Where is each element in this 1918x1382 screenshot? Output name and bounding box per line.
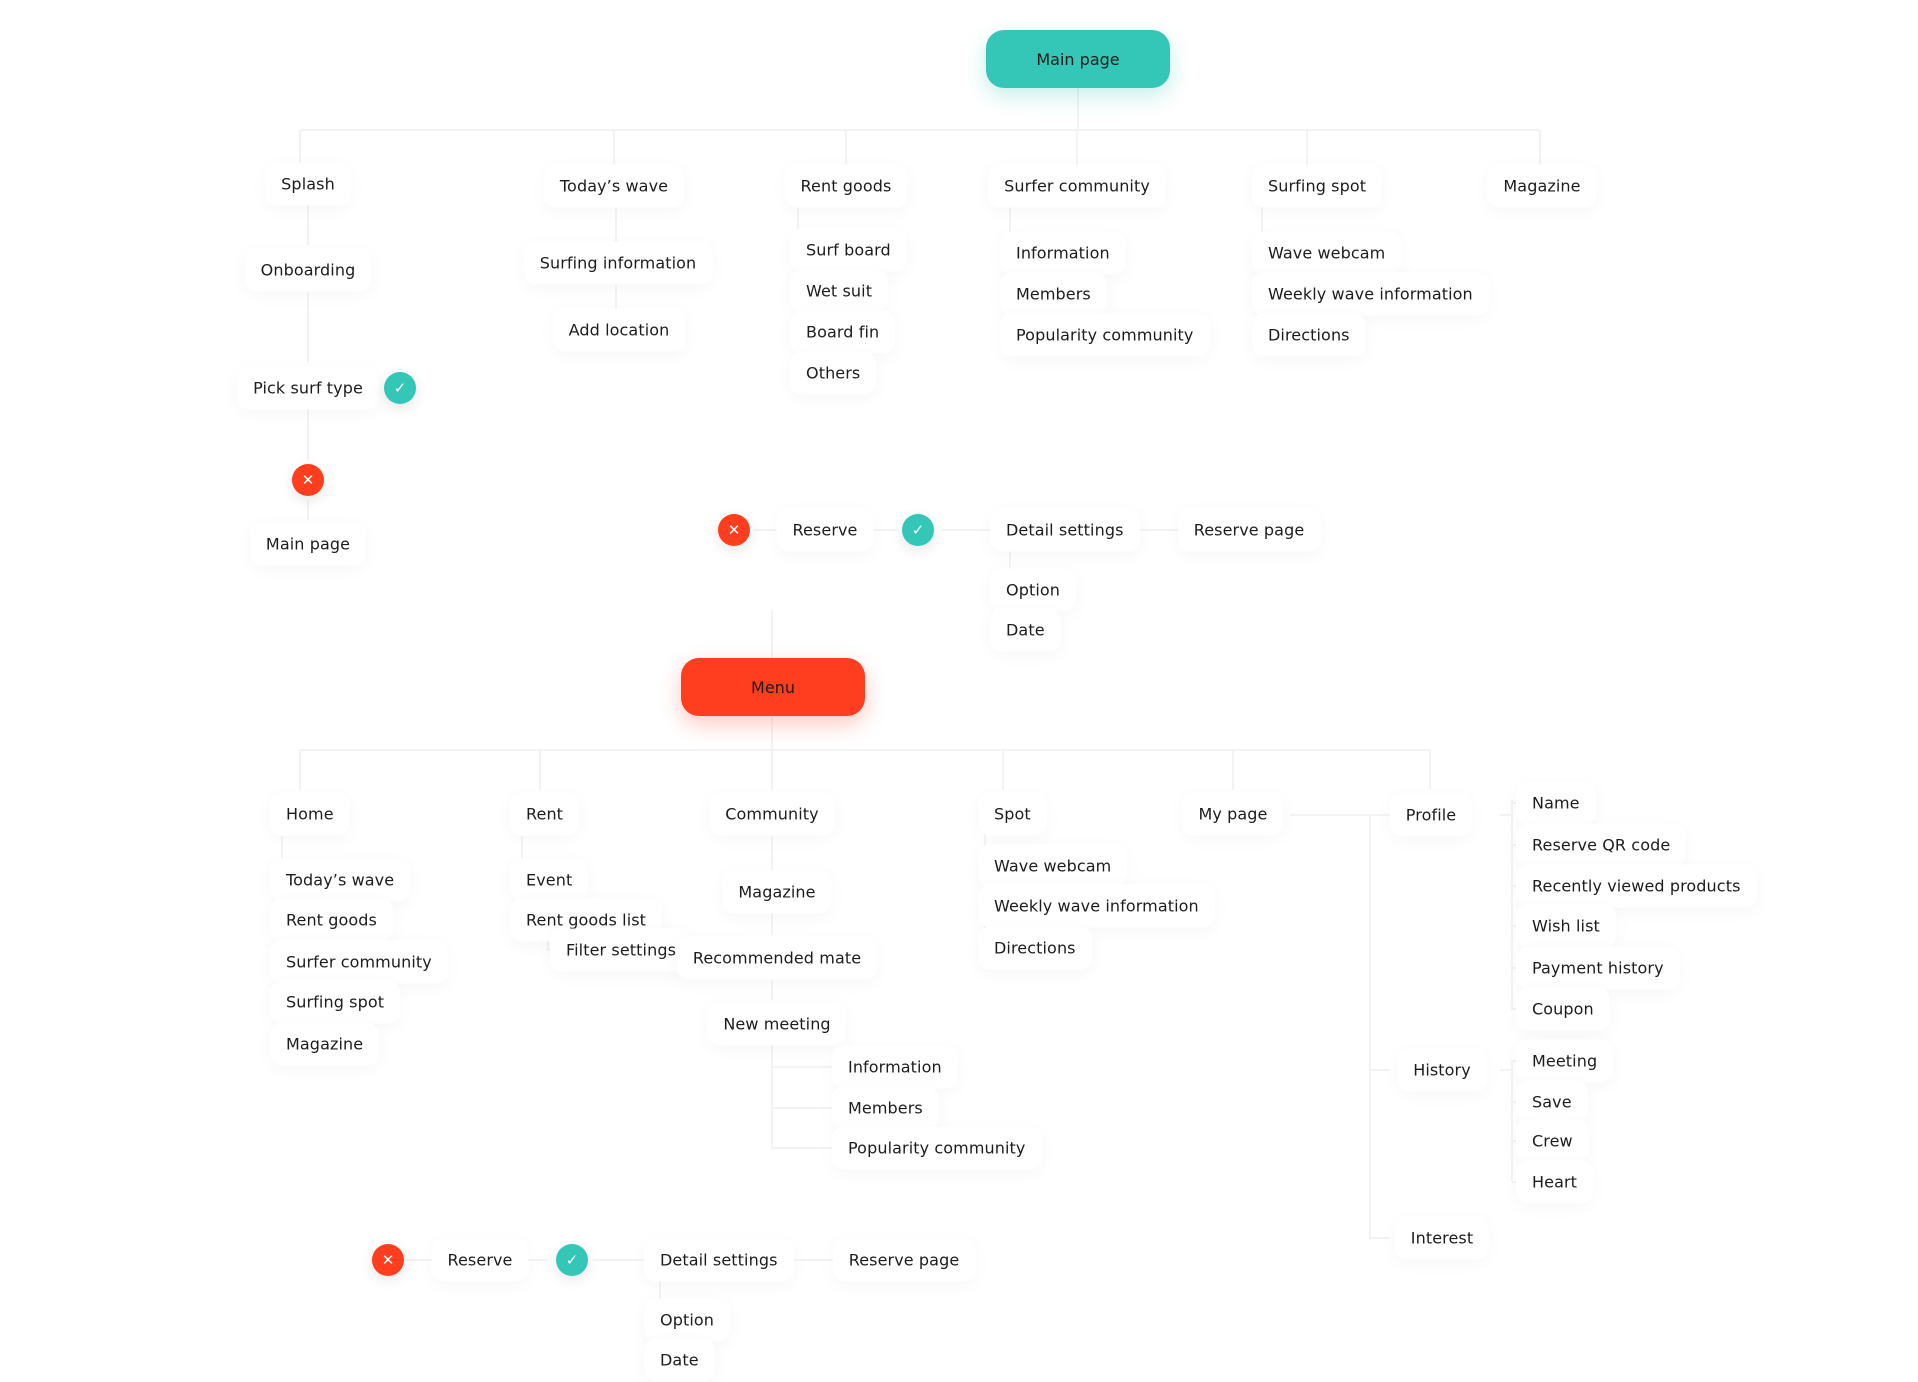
community-members-node: Members xyxy=(1000,272,1107,316)
surfing-spot-node: Surfing spot xyxy=(1252,164,1383,208)
community-information-node: Information xyxy=(1000,231,1126,275)
cross-icon: ✕ xyxy=(292,464,324,496)
surf-board-node: Surf board xyxy=(790,228,907,272)
add-location-node: Add location xyxy=(552,308,686,352)
menu-home-node: Home xyxy=(270,792,350,836)
menu-rent-node: Rent xyxy=(510,792,580,836)
profile-node: Profile xyxy=(1389,793,1473,837)
pick-surf-type-node: Pick surf type xyxy=(237,366,379,410)
menu-reserve-page-node: Reserve page xyxy=(832,1238,976,1282)
interest-node: Interest xyxy=(1394,1216,1490,1260)
history-crew-node: Crew xyxy=(1516,1119,1589,1163)
home-magazine-node: Magazine xyxy=(270,1022,380,1066)
magazine-node: Magazine xyxy=(1487,164,1597,208)
menu-community-node: Community xyxy=(709,792,835,836)
spot-directions-node: Directions xyxy=(978,926,1092,970)
menu-community-information-node: Information xyxy=(832,1045,958,1089)
menu-spot-node: Spot xyxy=(978,792,1047,836)
menu-hub[interactable]: Menu xyxy=(681,658,865,716)
todays-wave-node: Today’s wave xyxy=(543,164,685,208)
cross-icon: ✕ xyxy=(718,514,750,546)
rent-event-node: Event xyxy=(510,858,589,902)
date-node: Date xyxy=(990,608,1061,652)
history-node: History xyxy=(1397,1048,1487,1092)
coupon-node: Coupon xyxy=(1516,987,1610,1031)
reserve-qr-code-node: Reserve QR code xyxy=(1516,823,1687,867)
splash-node: Splash xyxy=(265,162,351,206)
wave-webcam-node: Wave webcam xyxy=(1252,231,1402,275)
menu-detail-settings-node: Detail settings xyxy=(644,1238,794,1282)
home-surfer-community-node: Surfer community xyxy=(270,940,448,984)
surfer-community-node: Surfer community xyxy=(988,164,1166,208)
option-node: Option xyxy=(990,568,1076,612)
wish-list-node: Wish list xyxy=(1516,904,1616,948)
check-icon: ✓ xyxy=(556,1244,588,1276)
history-heart-node: Heart xyxy=(1516,1160,1594,1204)
rent-goods-node: Rent goods xyxy=(784,164,908,208)
reserve-node: Reserve xyxy=(776,508,874,552)
menu-option-node: Option xyxy=(644,1298,730,1342)
menu-reserve-node: Reserve xyxy=(431,1238,529,1282)
history-save-node: Save xyxy=(1516,1080,1588,1124)
new-meeting-node: New meeting xyxy=(707,1002,847,1046)
spot-weekly-wave-information-node: Weekly wave information xyxy=(978,884,1215,928)
recently-viewed-products-node: Recently viewed products xyxy=(1516,864,1757,908)
community-magazine-node: Magazine xyxy=(722,870,832,914)
surfing-information-node: Surfing information xyxy=(523,241,713,285)
home-rent-goods-node: Rent goods xyxy=(270,898,393,942)
payment-history-node: Payment history xyxy=(1516,946,1680,990)
history-meeting-node: Meeting xyxy=(1516,1039,1614,1083)
recommended-mate-node: Recommended mate xyxy=(676,936,878,980)
onboarding-main-page-node: Main page xyxy=(249,522,367,566)
others-node: Others xyxy=(790,351,877,395)
check-icon: ✓ xyxy=(384,372,416,404)
filter-settings-node: Filter settings xyxy=(550,928,693,972)
popularity-community-node: Popularity community xyxy=(1000,313,1210,357)
wet-suit-node: Wet suit xyxy=(790,269,889,313)
menu-popularity-community-node: Popularity community xyxy=(832,1126,1042,1170)
home-todays-wave-node: Today’s wave xyxy=(270,858,411,902)
profile-name-node: Name xyxy=(1516,781,1596,825)
spot-wave-webcam-node: Wave webcam xyxy=(978,844,1128,888)
weekly-wave-information-node: Weekly wave information xyxy=(1252,272,1489,316)
onboarding-node: Onboarding xyxy=(244,248,372,292)
cross-icon: ✕ xyxy=(372,1244,404,1276)
menu-my-page-node: My page xyxy=(1182,792,1284,836)
directions-node: Directions xyxy=(1252,313,1366,357)
menu-community-members-node: Members xyxy=(832,1086,939,1130)
main-page-hub[interactable]: Main page xyxy=(986,30,1170,88)
check-icon: ✓ xyxy=(902,514,934,546)
menu-date-node: Date xyxy=(644,1338,715,1382)
detail-settings-node: Detail settings xyxy=(990,508,1140,552)
board-fin-node: Board fin xyxy=(790,310,896,354)
reserve-page-node: Reserve page xyxy=(1177,508,1321,552)
home-surfing-spot-node: Surfing spot xyxy=(270,980,401,1024)
